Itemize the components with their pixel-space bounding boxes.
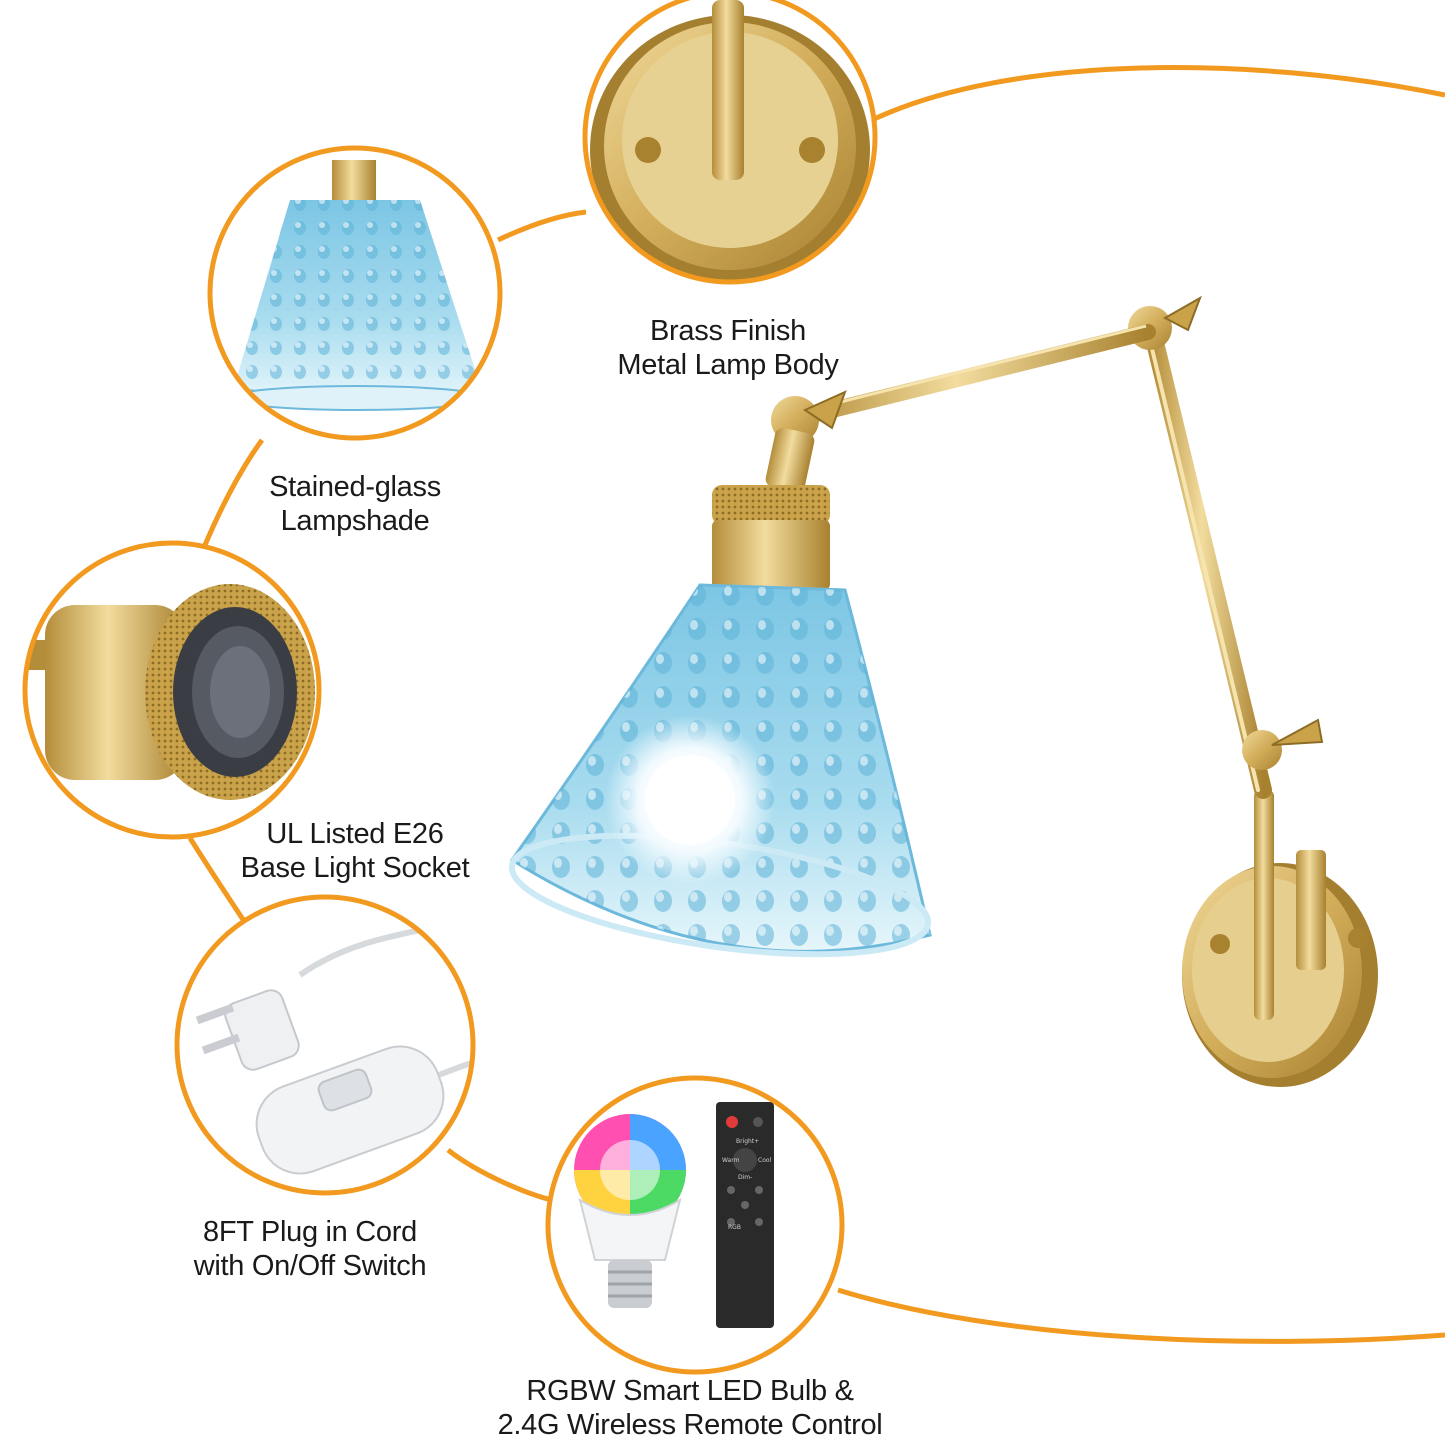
wall-sconce-lamp (508, 295, 1378, 1087)
plug-cord-icon (174, 894, 476, 1196)
caption-socket: UL Listed E26 Base Light Socket (240, 818, 470, 884)
caption-cord: 8FT Plug in Cord with On/Off Switch (193, 1216, 427, 1282)
remote-label-dim: Dim- (738, 1174, 753, 1181)
light-socket-icon (22, 540, 322, 840)
glass-lampshade-icon (207, 145, 503, 441)
caption-lampshade: Stained-glass Lampshade (269, 471, 441, 537)
remote-label-rgb: RGB (728, 1224, 741, 1231)
remote-label-cool: Cool (758, 1157, 772, 1164)
caption-brass-body: Brass Finish Metal Lamp Body (617, 315, 839, 381)
caption-bulb-remote: RGBW Smart LED Bulb & 2.4G Wireless Remo… (497, 1375, 883, 1441)
remote-label-warm: Warm (722, 1157, 740, 1164)
wall-plate-icon (582, 0, 878, 285)
connector-curves (187, 65, 1445, 1344)
rgb-bulb-remote-icon (545, 1075, 845, 1375)
remote-label-bright: Bright+ (736, 1138, 760, 1145)
remote-labels: Bright+ Warm Cool Dim- RGB (716, 1102, 774, 1328)
